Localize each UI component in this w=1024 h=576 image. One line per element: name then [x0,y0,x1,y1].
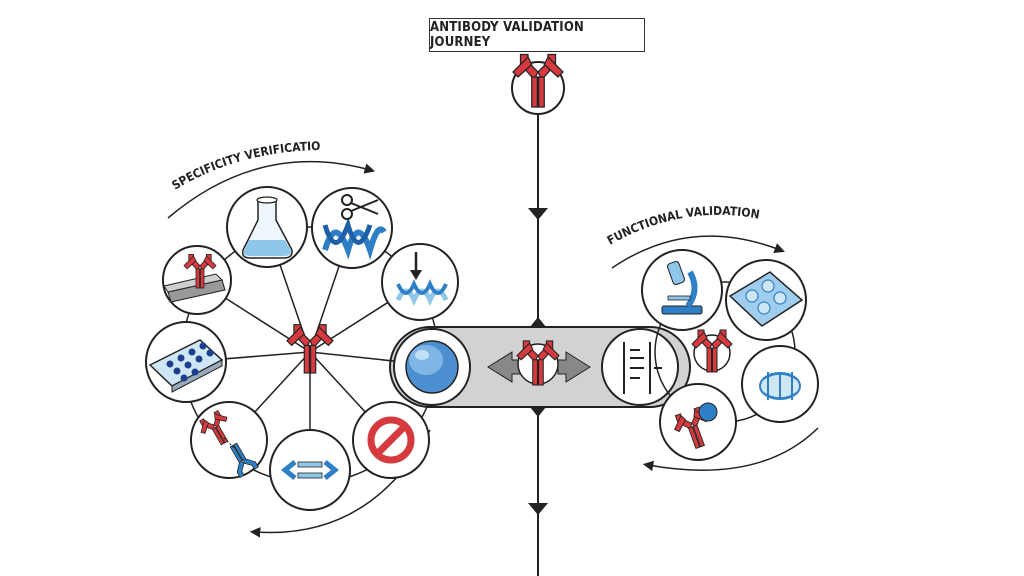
right-hub [691,329,733,373]
flask-icon [241,196,293,259]
well-plate-node [725,259,807,341]
antibody-icon [286,324,334,374]
peptide-competition-node [269,429,351,511]
timeline-arrow-1 [528,208,548,220]
peptide-competition-icon [280,460,340,480]
right-section-label: FUNCTIONAL VALIDATION [605,204,761,248]
negative-control-icon [367,416,415,464]
negative-control-node [352,401,430,479]
gene-knockdown-arrow-icon [395,252,449,307]
flask-node [226,186,308,268]
cell-node [393,328,471,406]
antigen-binding-icon [669,402,718,454]
western-blot-membrane-node [162,245,232,315]
cell-icon [405,340,459,394]
timeline-arrow-2 [528,503,548,515]
well-plate-icon [728,271,804,327]
chromatin-node [741,345,819,423]
gene-knockdown-node [381,243,459,321]
antibody-pair-icon [195,407,259,478]
antibody-pair-node [190,401,268,479]
chromatin-icon [759,372,801,400]
top-antibody-node [511,53,565,115]
diagram-title: ANTIBODY VALIDATION JOURNEY [430,20,584,50]
title-box: ANTIBODY VALIDATION JOURNEY [429,18,645,52]
antigen-binding-node [659,383,737,461]
gene-knockout-scissors-icon [322,194,387,261]
protein-array-icon [148,339,224,393]
western-blot-membrane-icon [163,253,226,303]
protein-array-node [145,321,227,403]
antibody-arrows-node [487,340,591,386]
blot-lanes-node [601,328,679,406]
microscope-node [641,249,723,331]
left-hub [286,324,334,374]
gene-knockout-node [311,187,393,269]
blot-lanes-icon [623,342,662,394]
left-section-label: SPECIFICITY VERIFICATION [0,0,321,193]
microscope-icon [661,260,703,315]
